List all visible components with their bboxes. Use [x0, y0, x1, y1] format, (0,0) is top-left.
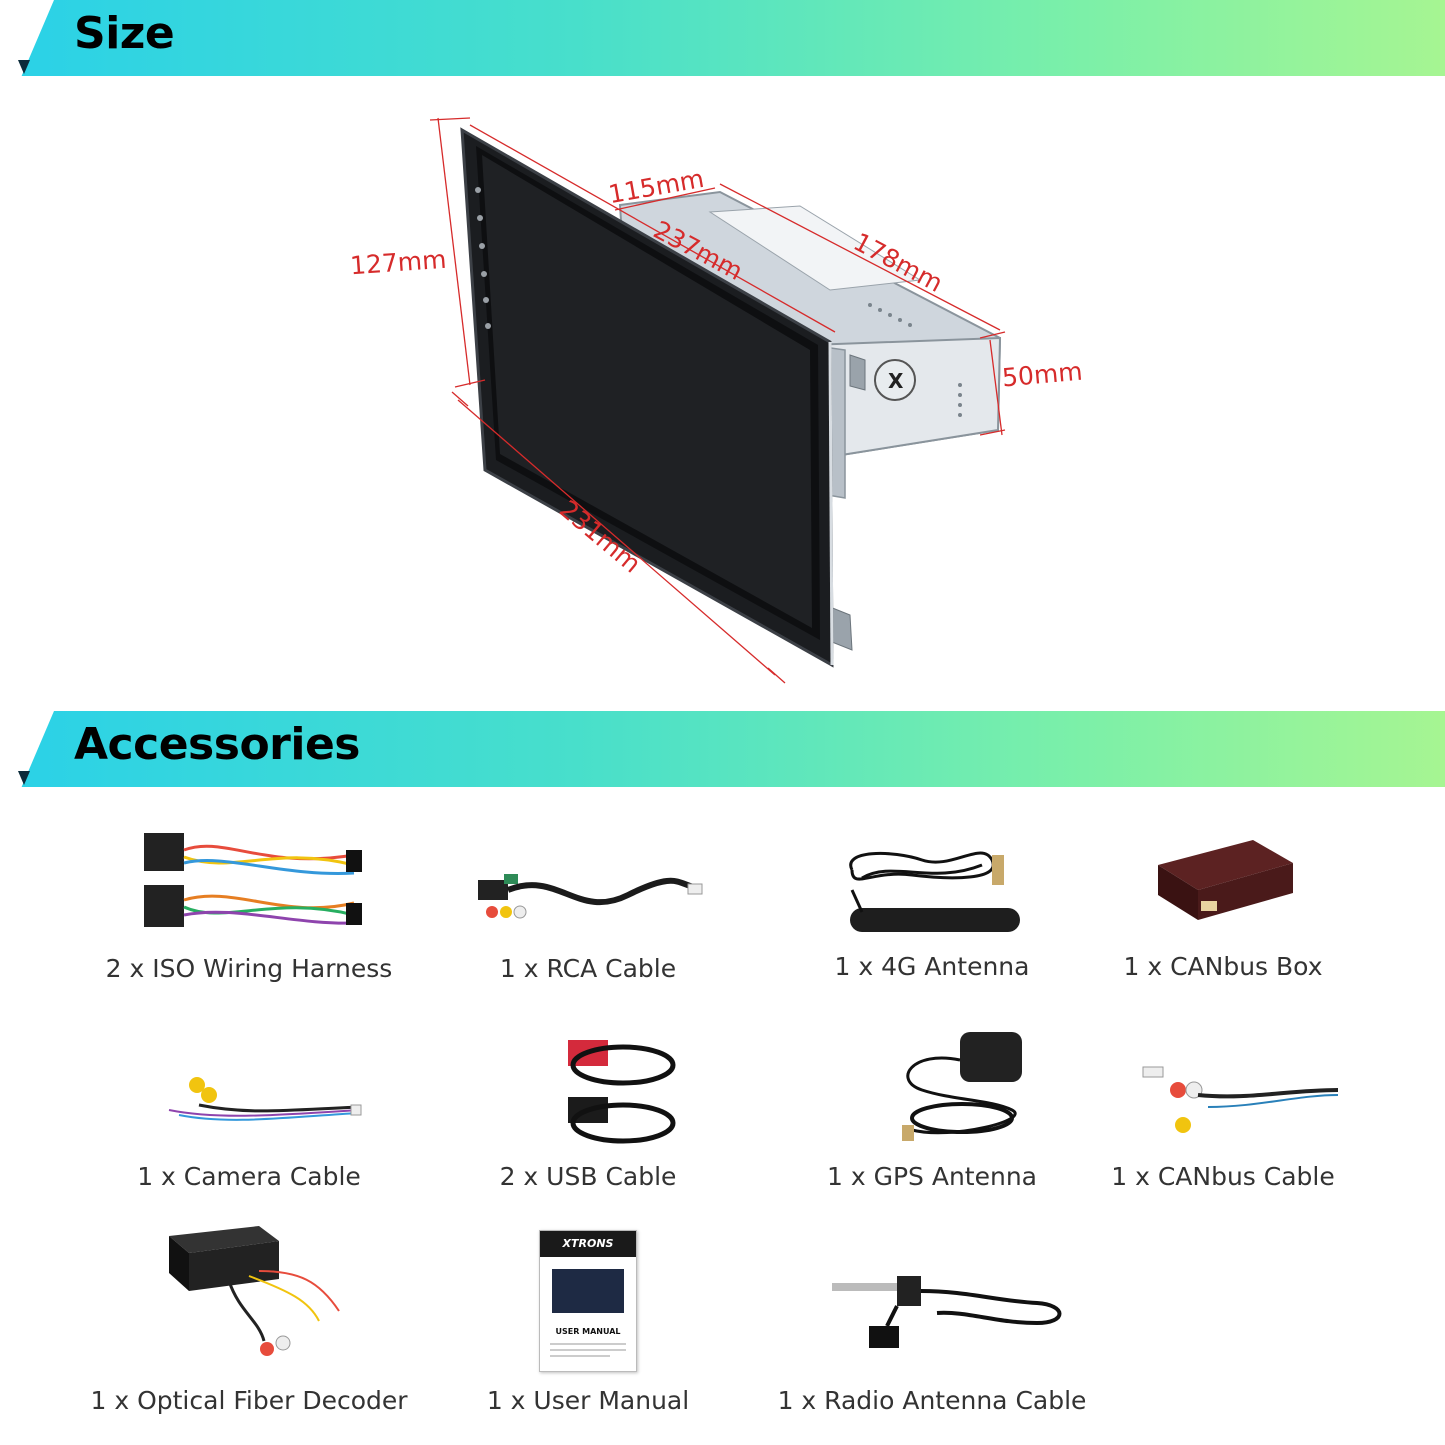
head-unit-illustration: X	[429, 117, 1006, 684]
banner-arrow-icon	[18, 60, 30, 74]
accessory-label: 1 x Camera Cable	[137, 1162, 361, 1191]
user-manual-icon[interactable]: XTRONS USER MANUAL	[423, 1226, 753, 1376]
banner-arrow-icon	[18, 771, 30, 785]
accessory-label: 1 x CANbus Box	[1123, 952, 1323, 981]
accessory-item: 1 x Camera Cable	[84, 1030, 414, 1220]
accessory-label: 1 x GPS Antenna	[827, 1162, 1037, 1191]
optical-decoder-icon	[84, 1226, 414, 1356]
4g-antenna-icon	[767, 820, 1097, 950]
accessory-label: 2 x ISO Wiring Harness	[105, 954, 393, 983]
accessory-label: 1 x Optical Fiber Decoder	[90, 1386, 408, 1415]
svg-text:X: X	[888, 369, 904, 393]
accessory-label: 2 x USB Cable	[499, 1162, 677, 1191]
accessory-label: 1 x User Manual	[486, 1386, 690, 1415]
canbus-cable-icon	[1058, 1030, 1388, 1160]
usb-cable-icon	[423, 1030, 753, 1160]
manual-brand: XTRONS	[540, 1231, 636, 1257]
camera-cable-icon	[84, 1030, 414, 1160]
accessory-label: 1 x Radio Antenna Cable	[777, 1386, 1087, 1415]
accessory-item: 1 x Radio Antenna Cable	[767, 1226, 1097, 1416]
accessory-item: 1 x CANbus Cable	[1058, 1030, 1388, 1220]
accessories-banner: Accessories	[0, 711, 1445, 787]
accessory-item: 1 x Optical Fiber Decoder	[84, 1226, 414, 1416]
radio-antenna-cable-icon	[767, 1226, 1097, 1356]
accessory-label: 1 x CANbus Cable	[1111, 1162, 1335, 1191]
wiring-harness-icon	[84, 820, 414, 950]
manual-title: USER MANUAL	[555, 1327, 621, 1336]
accessory-item: XTRONS USER MANUAL 1 x User Manual	[423, 1226, 753, 1416]
rca-cable-icon	[423, 820, 753, 950]
size-title: Size	[74, 8, 175, 59]
size-banner: Size	[0, 0, 1445, 76]
accessory-item: 2 x ISO Wiring Harness	[84, 820, 414, 1010]
gps-antenna-icon	[767, 1030, 1097, 1160]
accessory-item: 1 x GPS Antenna	[767, 1030, 1097, 1220]
accessory-item: 1 x 4G Antenna	[767, 820, 1097, 1010]
product-dimension-drawing: X	[330, 100, 1130, 700]
accessory-label: 1 x 4G Antenna	[834, 952, 1030, 981]
accessory-item: 2 x USB Cable	[423, 1030, 753, 1220]
accessory-label: 1 x RCA Cable	[499, 954, 677, 983]
accessory-item: 1 x RCA Cable	[423, 820, 753, 1010]
canbus-box-icon	[1058, 820, 1388, 950]
accessories-title: Accessories	[74, 719, 360, 770]
accessory-item: 1 x CANbus Box	[1058, 820, 1388, 1010]
manual-screen	[552, 1269, 624, 1313]
